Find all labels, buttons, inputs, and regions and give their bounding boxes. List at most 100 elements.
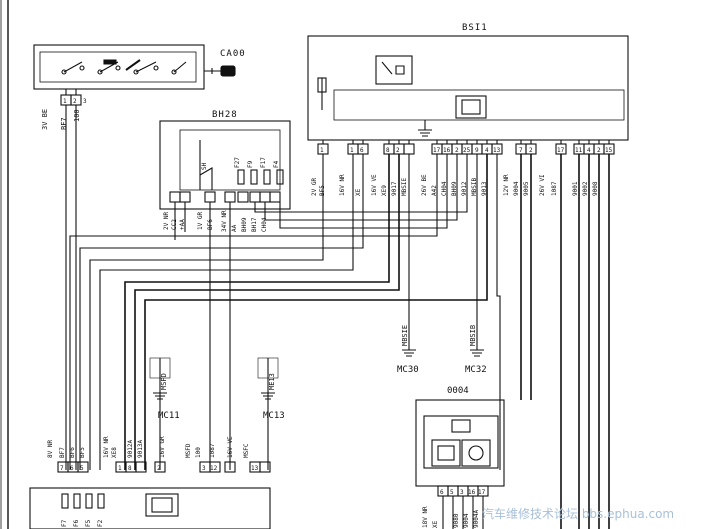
bsi-wire-9: 26V BE [421, 174, 428, 196]
bh28-label: BH28 [212, 110, 238, 120]
bsi-pin-c1: 7 [519, 147, 523, 154]
bl-fuse-3: F5 [85, 519, 92, 527]
bl-wire-10: MSFD [185, 443, 192, 458]
bsi-wire-18: 9005 [523, 181, 530, 196]
bsi-pin-b6: 4 [485, 147, 489, 154]
bh28-box [159, 120, 291, 210]
bsi-wire-17: 9004 [513, 181, 520, 196]
bsi-wire-21: 9001 [572, 181, 579, 196]
bh28-sh: SH [201, 162, 208, 170]
bl-pin-6: 8 [128, 465, 132, 472]
c0004-label: 0004 [447, 386, 469, 396]
bl-pin-2: 6 [70, 465, 74, 472]
bl-fuse-1: F7 [61, 519, 68, 527]
bsi-pin-c6: 11 [575, 147, 583, 154]
bh28-wire-c2: AA [231, 224, 238, 232]
c0004-pin-1: 6 [440, 489, 444, 496]
bl-wire-12: 1087 [209, 443, 216, 458]
bsi1-box [307, 35, 629, 141]
mc32-label: MC32 [465, 365, 487, 375]
bsi-wire-22: 9002 [582, 181, 589, 196]
bl-wire-4: BF5 [79, 447, 86, 458]
bl-wire-14: MSFC [243, 443, 250, 458]
bsi-wire-15: 9013 [481, 181, 488, 196]
bsi-pin-b2: 16 [443, 147, 451, 154]
bottom-connector-box [29, 487, 271, 529]
bh28-fuse-2: F9 [247, 160, 254, 168]
bl-wire-8: 9013A [137, 440, 144, 458]
bsi-wire-6: XE9 [381, 185, 388, 196]
bl-fuse-4: F2 [97, 519, 104, 527]
bsi-pin-b3: 2 [455, 147, 459, 154]
c0004-pin-2: 5 [450, 489, 454, 496]
c0004-pin-5: 17 [478, 489, 486, 496]
bh28-wire-b1: 1V GR [197, 212, 204, 230]
mc32-ground-label: MBSIB [469, 325, 477, 346]
ca00-label: CA00 [220, 49, 246, 59]
bh28-wire-c3: BH09 [241, 217, 248, 232]
bsi-wire-5: 16V VE [371, 174, 378, 196]
bl-pin-10: 12 [210, 465, 218, 472]
bsi-wire-10: A42 [431, 185, 438, 196]
bl-wire-7: 9012A [127, 440, 134, 458]
ca00-wire-2: 100 [73, 109, 81, 122]
bsi-pin-b1: 17 [433, 147, 441, 154]
bl-wire-6: XE8 [111, 447, 118, 458]
bl-wire-9: 16V GR [159, 436, 166, 458]
bsi-wire-8: MBSIE [401, 178, 408, 196]
bsi-wire-12: BH09 [451, 181, 458, 196]
c0004-wire-1: 18V NR [422, 506, 429, 528]
bsi-wire-16: 12V NR [503, 174, 510, 196]
bl-wire-1: 8V NR [47, 440, 54, 458]
bsi-pin-3: 1 [350, 147, 354, 154]
bl-pin-1: 7 [60, 465, 64, 472]
bl-wire-2: BF7 [59, 447, 66, 458]
bsi1-label: BSI1 [462, 23, 488, 33]
ca00-pin-1: 1 [63, 98, 67, 105]
bsi-wire-11: CH04 [441, 181, 448, 196]
bsi-pin-c9: 15 [605, 147, 613, 154]
ca00-box [33, 44, 205, 90]
bh28-fuse-4: F4 [273, 160, 280, 168]
bsi-pin-b5: 9 [475, 147, 479, 154]
mc30-label: MC30 [397, 365, 419, 375]
bsi-pin-c8: 2 [597, 147, 601, 154]
bsi-pin-4: 6 [360, 147, 364, 154]
bsi-wire-3: 16V NR [339, 174, 346, 196]
bsi-wire-23: 9008 [592, 181, 599, 196]
c0004-pin-3: 3 [460, 489, 464, 496]
mc11-ground-label: MSFD [160, 373, 168, 390]
c0004-wire-2: XE [432, 520, 439, 528]
bsi-pin-1: 1 [320, 147, 324, 154]
bh28-fuse-1: F27 [234, 157, 241, 168]
bsi-wire-4: XE [355, 188, 362, 196]
bh28-wire-a2: CC2 [171, 219, 178, 230]
bh28-fuse-3: F17 [260, 157, 267, 168]
bsi-wire-1: 2V GR [311, 178, 318, 196]
bl-wire-13: 16V VE [227, 436, 234, 458]
ca00-pin-2: 2 [73, 98, 77, 105]
c0004-wire-4: 9004 [463, 513, 470, 528]
bsi-wire-13: 9012 [461, 181, 468, 196]
bsi-pin-b7: 13 [493, 147, 501, 154]
bh28-wire-c5: CH04 [261, 217, 268, 232]
bl-pin-3: 5 [80, 465, 84, 472]
bsi-pin-6: 2 [396, 147, 400, 154]
mc13-ground-label: ME13 [268, 373, 276, 390]
ca00-wire-1: BF7 [60, 117, 68, 130]
bl-pin-8: 2 [157, 465, 161, 472]
bsi-wire-20: 1087 [551, 181, 558, 196]
bsi-wire-2: BF5 [319, 185, 326, 196]
mc30-ground-label: MBSIE [401, 325, 409, 346]
bsi-pin-c4: 17 [557, 147, 565, 154]
mc13-label: MC13 [263, 411, 285, 421]
bh28-wire-c4: BH17 [251, 217, 258, 232]
bh28-wire-a1: 2V NR [163, 212, 170, 230]
ca00-wire-left: 3V BE [41, 109, 49, 130]
bl-pin-5: 1 [118, 465, 122, 472]
c0004-wire-3: 9080 [453, 513, 460, 528]
bsi-wire-14: MBSIB [471, 178, 478, 196]
bl-pin-12: 13 [251, 465, 259, 472]
